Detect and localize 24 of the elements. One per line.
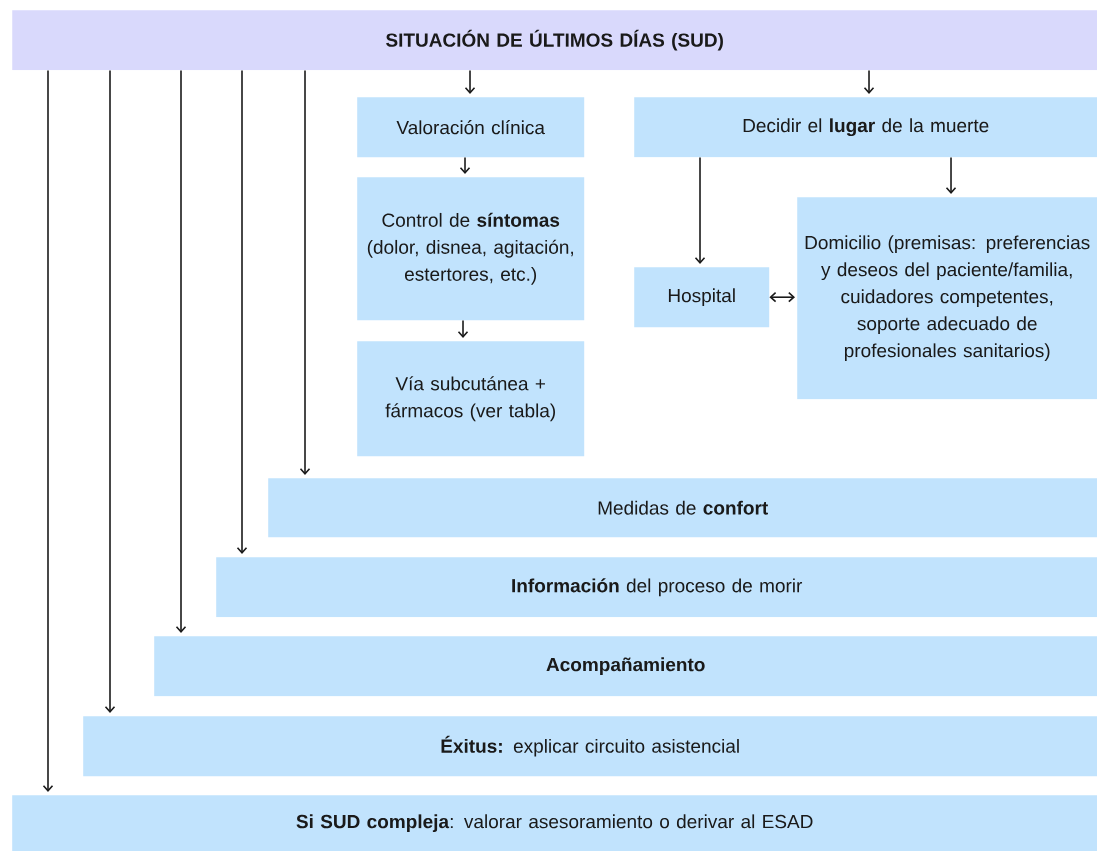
process-box: Acompañamiento	[154, 636, 1097, 697]
process-box: Hospital	[634, 267, 770, 328]
arrow	[236, 69, 248, 554]
title-bar: SITUACIÓN DE ÚLTIMOS DÍAS (SUD)	[12, 10, 1097, 71]
arrow	[945, 156, 957, 194]
arrow	[457, 319, 469, 338]
process-box: Valoración clínica	[357, 97, 585, 158]
arrow	[459, 156, 471, 174]
process-box: Decidir el lugar de la muerte	[634, 97, 1097, 158]
arrow	[42, 69, 54, 792]
arrow	[104, 69, 116, 713]
arrow	[464, 69, 476, 94]
arrow	[769, 291, 795, 303]
arrow	[299, 69, 311, 475]
process-box: Información del proceso de morir	[216, 557, 1097, 618]
process-box: Domicilio (premisas: preferencias y deseos del paciente/familia, cuidadores competentes, soporte adecuado de profesionales sanitarios)	[797, 197, 1097, 400]
process-box: Control de síntomas (dolor, disnea, agitación, estertores, etc.)	[357, 177, 585, 321]
arrow	[175, 69, 187, 633]
arrow	[863, 69, 875, 94]
process-box: Vía subcutánea + fármacos (ver tabla)	[357, 341, 585, 457]
process-box: Si SUD compleja: valorar asesoramiento o derivar al ESAD	[12, 795, 1097, 851]
arrow	[694, 156, 706, 264]
process-box: Éxitus: explicar circuito asistencial	[83, 716, 1097, 777]
process-box: Medidas de confort	[268, 478, 1097, 538]
